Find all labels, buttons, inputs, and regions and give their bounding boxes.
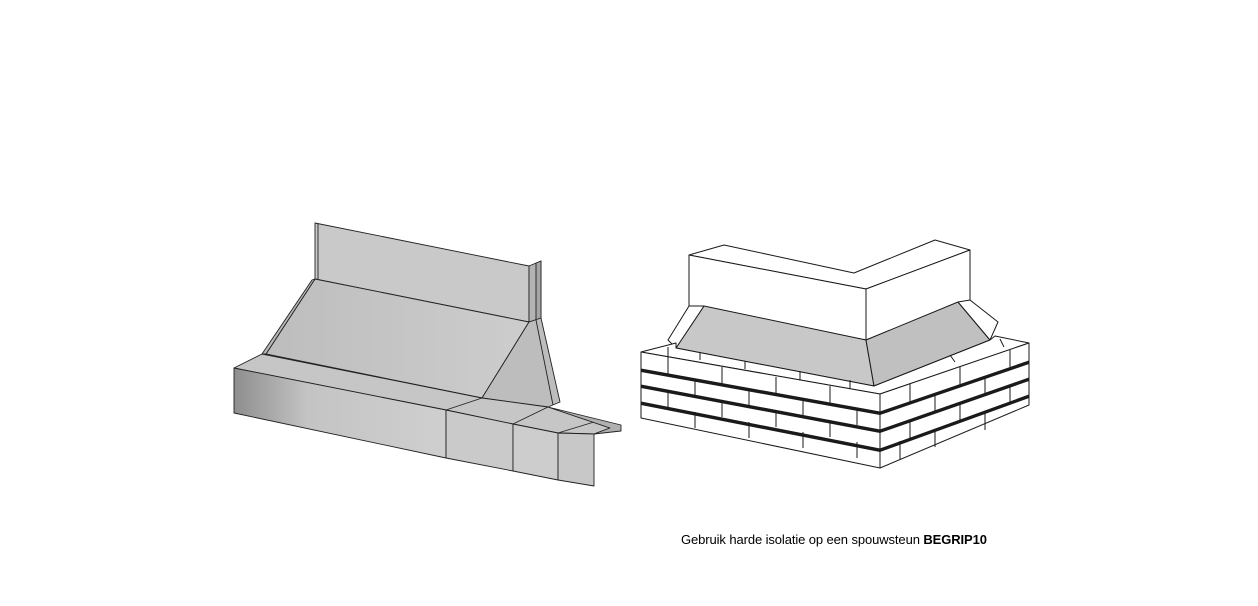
- caption-text: Gebruik harde isolatie op een spouwsteun: [681, 532, 920, 547]
- bracket-flange-lip: [547, 406, 622, 435]
- caption-product-name: BEGRIP10: [923, 532, 987, 547]
- brick-corner-assembly: [640, 239, 1030, 469]
- brick-joints-shadow-left: [641, 369, 880, 452]
- brick-joints-shadow-right: [880, 361, 1029, 452]
- figure-caption: Gebruik harde isolatie op een spouwsteun…: [681, 532, 987, 547]
- brick-top-joints: [667, 338, 1005, 389]
- steel-corner-bracket: [233, 222, 622, 487]
